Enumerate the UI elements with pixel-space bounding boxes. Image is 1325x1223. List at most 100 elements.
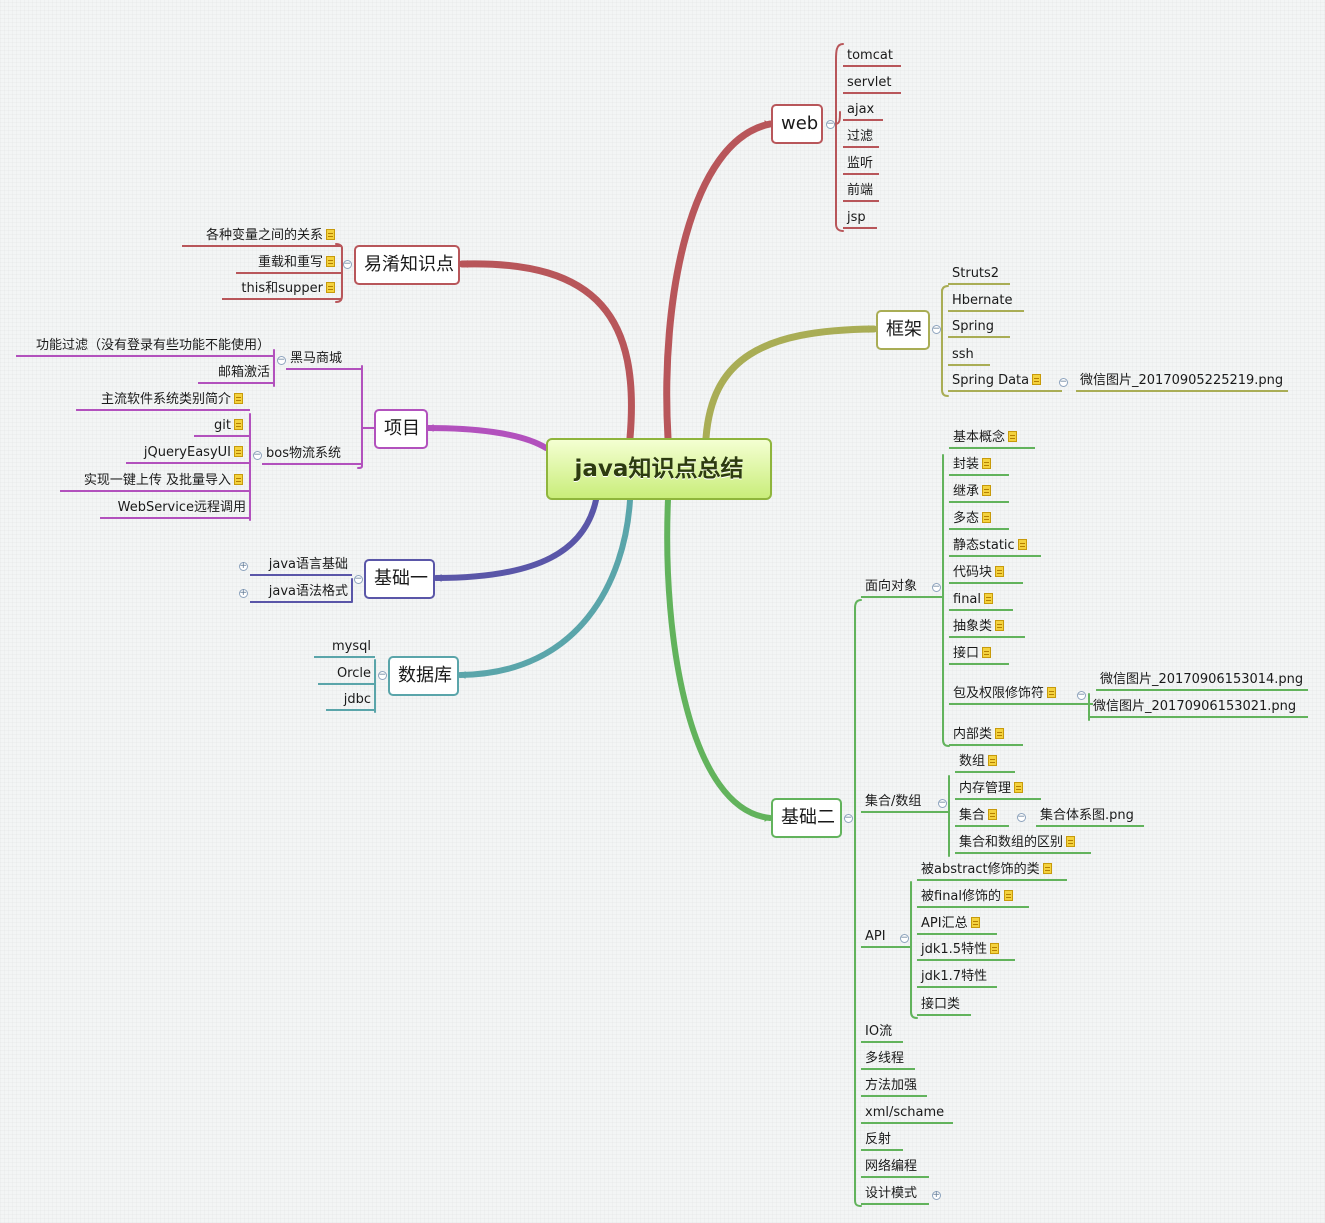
collection-group[interactable]: 集合/数组 bbox=[861, 793, 949, 813]
api-item[interactable]: 被final修饰的 bbox=[917, 888, 1029, 908]
collapse-toggle-icon[interactable]: − bbox=[843, 812, 853, 823]
oop-item[interactable]: 多态 bbox=[949, 510, 1009, 530]
api-item[interactable]: jdk1.5特性 bbox=[917, 941, 1015, 961]
bos-item[interactable]: jQueryEasyUI bbox=[126, 444, 250, 464]
topic-basics-2[interactable]: 基础二 bbox=[771, 798, 842, 838]
framework-item[interactable]: Spring bbox=[948, 318, 1010, 338]
note-icon[interactable] bbox=[1017, 539, 1027, 550]
bos-item[interactable]: git bbox=[194, 417, 250, 437]
oop-item[interactable]: 接口 bbox=[949, 645, 1009, 665]
topic-projects[interactable]: 项目 bbox=[374, 409, 428, 449]
topic-basics-1[interactable]: 基础一 bbox=[364, 559, 435, 599]
expand-toggle-icon[interactable]: + bbox=[931, 1189, 941, 1200]
bos-item[interactable]: 实现一键上传 及批量导入 bbox=[60, 472, 250, 492]
web-item[interactable]: servlet bbox=[843, 74, 901, 94]
framework-item[interactable]: Spring Data bbox=[948, 372, 1062, 392]
confusing-item[interactable]: this和supper bbox=[222, 280, 342, 300]
collapse-toggle-icon[interactable]: − bbox=[377, 669, 387, 680]
basics1-item[interactable]: java语言基础 bbox=[250, 556, 352, 576]
basics2-item[interactable]: 网络编程 bbox=[861, 1158, 929, 1178]
note-icon[interactable] bbox=[988, 809, 998, 820]
basics2-item[interactable]: 反射 bbox=[861, 1131, 903, 1151]
api-item[interactable]: jdk1.7特性 bbox=[917, 968, 997, 988]
note-icon[interactable] bbox=[982, 485, 992, 496]
basics1-item[interactable]: java语法格式 bbox=[250, 583, 352, 603]
oop-item[interactable]: final bbox=[949, 591, 1013, 611]
database-item[interactable]: jdbc bbox=[326, 691, 375, 711]
project-bos[interactable]: bos物流系统 bbox=[262, 445, 362, 465]
collapse-toggle-icon[interactable]: − bbox=[931, 581, 941, 592]
note-icon[interactable] bbox=[1008, 431, 1018, 442]
expand-toggle-icon[interactable]: + bbox=[238, 587, 248, 598]
basics2-item[interactable]: 多线程 bbox=[861, 1050, 915, 1070]
heima-item[interactable]: 功能过滤（没有登录有些功能不能使用） bbox=[16, 337, 274, 357]
oop-image[interactable]: 微信图片_20170906153021.png bbox=[1089, 698, 1308, 718]
note-icon[interactable] bbox=[995, 728, 1005, 739]
confusing-item[interactable]: 各种变量之间的关系 bbox=[182, 227, 342, 247]
web-item[interactable]: 前端 bbox=[843, 182, 879, 202]
note-icon[interactable] bbox=[1014, 782, 1024, 793]
topic-framework[interactable]: 框架 bbox=[876, 310, 930, 350]
oop-item[interactable]: 基本概念 bbox=[949, 429, 1035, 449]
collapse-toggle-icon[interactable]: − bbox=[899, 932, 909, 943]
web-item[interactable]: jsp bbox=[843, 209, 877, 229]
oop-item[interactable]: 继承 bbox=[949, 483, 1009, 503]
collapse-toggle-icon[interactable]: − bbox=[931, 323, 941, 334]
oop-item[interactable]: 静态static bbox=[949, 537, 1041, 557]
note-icon[interactable] bbox=[1047, 687, 1057, 698]
web-item[interactable]: 监听 bbox=[843, 155, 879, 175]
collapse-toggle-icon[interactable]: − bbox=[252, 449, 262, 460]
web-item[interactable]: ajax bbox=[843, 101, 883, 121]
basics2-item[interactable]: xml/schame bbox=[861, 1104, 953, 1124]
collapse-toggle-icon[interactable]: − bbox=[1016, 811, 1026, 822]
confusing-item[interactable]: 重载和重写 bbox=[236, 254, 342, 274]
basics2-item[interactable]: IO流 bbox=[861, 1023, 903, 1043]
api-group[interactable]: API bbox=[861, 928, 911, 948]
note-icon[interactable] bbox=[326, 229, 335, 240]
note-icon[interactable] bbox=[984, 593, 994, 604]
root-topic[interactable]: java知识点总结 bbox=[546, 438, 772, 500]
collapse-toggle-icon[interactable]: − bbox=[276, 354, 286, 365]
note-icon[interactable] bbox=[234, 474, 243, 485]
note-icon[interactable] bbox=[982, 458, 992, 469]
note-icon[interactable] bbox=[1004, 890, 1014, 901]
note-icon[interactable] bbox=[995, 620, 1005, 631]
note-icon[interactable] bbox=[326, 256, 335, 267]
note-icon[interactable] bbox=[1042, 863, 1052, 874]
bos-item[interactable]: 主流软件系统类别简介 bbox=[76, 391, 250, 411]
collection-image[interactable]: 集合体系图.png bbox=[1036, 807, 1144, 827]
spring-data-image[interactable]: 微信图片_20170905225219.png bbox=[1076, 372, 1288, 392]
note-icon[interactable] bbox=[988, 755, 998, 766]
oop-item[interactable]: 封装 bbox=[949, 456, 1009, 476]
note-icon[interactable] bbox=[970, 917, 980, 928]
note-icon[interactable] bbox=[1066, 836, 1076, 847]
note-icon[interactable] bbox=[1032, 374, 1042, 385]
collection-item[interactable]: 集合 bbox=[955, 807, 1009, 827]
basics2-item[interactable]: 设计模式 bbox=[861, 1185, 929, 1205]
collapse-toggle-icon[interactable]: − bbox=[353, 573, 363, 584]
oop-group[interactable]: 面向对象 bbox=[861, 578, 943, 598]
oop-item[interactable]: 抽象类 bbox=[949, 618, 1025, 638]
note-icon[interactable] bbox=[234, 446, 243, 457]
collapse-toggle-icon[interactable]: − bbox=[1058, 376, 1068, 387]
topic-confusing-points[interactable]: 易淆知识点 bbox=[354, 245, 460, 285]
bos-item[interactable]: WebService远程调用 bbox=[100, 499, 250, 519]
web-item[interactable]: 过滤 bbox=[843, 128, 879, 148]
framework-item[interactable]: Hbernate bbox=[948, 292, 1024, 312]
collapse-toggle-icon[interactable]: − bbox=[937, 797, 947, 808]
collection-item[interactable]: 集合和数组的区别 bbox=[955, 834, 1091, 854]
note-icon[interactable] bbox=[326, 282, 335, 293]
basics2-item[interactable]: 方法加强 bbox=[861, 1077, 927, 1097]
web-item[interactable]: tomcat bbox=[843, 47, 901, 67]
oop-image[interactable]: 微信图片_20170906153014.png bbox=[1096, 671, 1308, 691]
note-icon[interactable] bbox=[982, 647, 992, 658]
note-icon[interactable] bbox=[234, 393, 243, 404]
note-icon[interactable] bbox=[995, 566, 1005, 577]
database-item[interactable]: Orcle bbox=[318, 665, 375, 685]
heima-item[interactable]: 邮箱激活 bbox=[198, 364, 274, 384]
topic-database[interactable]: 数据库 bbox=[388, 656, 459, 696]
framework-item[interactable]: ssh bbox=[948, 346, 990, 366]
api-item[interactable]: 接口类 bbox=[917, 996, 971, 1016]
expand-toggle-icon[interactable]: + bbox=[238, 560, 248, 571]
collapse-toggle-icon[interactable]: − bbox=[1076, 689, 1086, 700]
